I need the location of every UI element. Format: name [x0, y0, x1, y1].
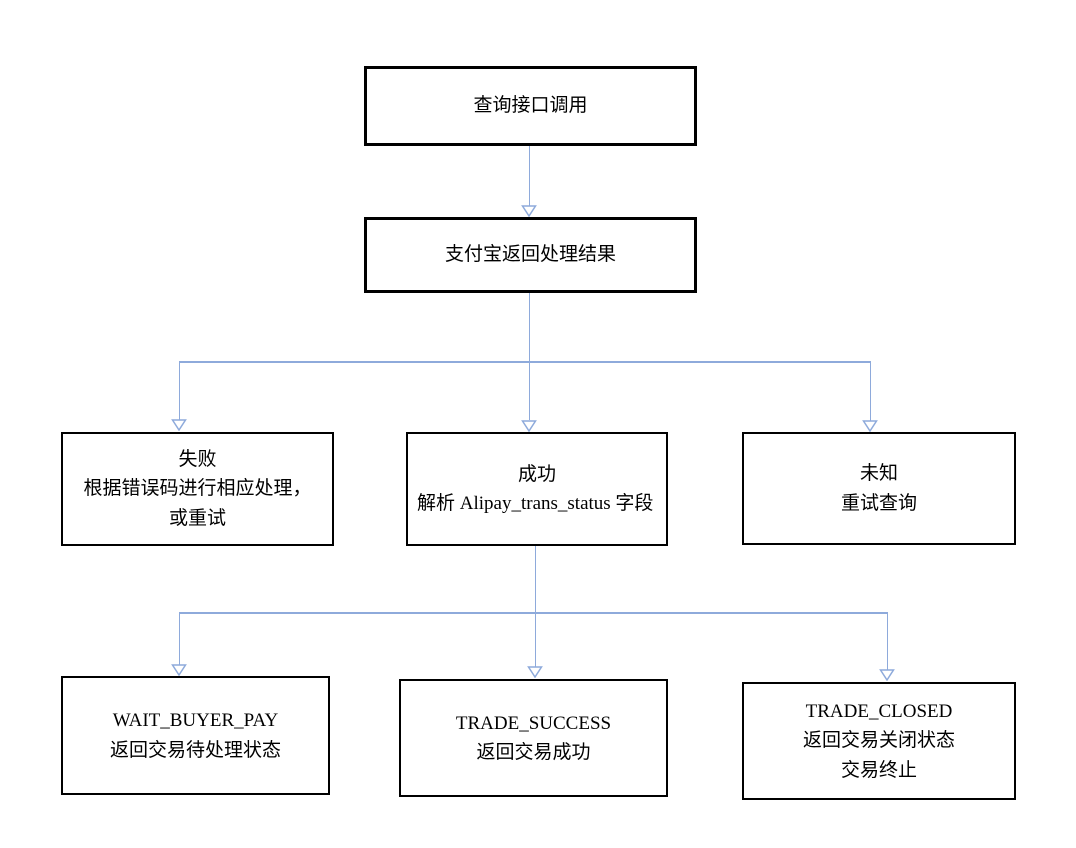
node-wait-buyer-pay: WAIT_BUYER_PAY 返回交易待处理状态 [61, 676, 330, 795]
node-trade-closed: TRADE_CLOSED 返回交易关闭状态 交易终止 [742, 682, 1016, 800]
node-query-interface-call: 查询接口调用 [364, 66, 697, 146]
node-fail: 失败 根据错误码进行相应处理， 或重试 [61, 432, 334, 546]
node-result-label: 支付宝返回处理结果 [444, 244, 616, 266]
node-unknown: 未知 重试查询 [742, 432, 1016, 545]
node-trade-closed-label: TRADE_CLOSED 返回交易关闭状态 交易终止 [802, 700, 955, 781]
connector-success-to-trade-success [534, 546, 536, 667]
node-success-title: 成功 [517, 463, 556, 485]
branch2-horizontal-line [179, 612, 887, 614]
node-unknown-label: 未知 重试查询 [840, 463, 917, 514]
arrow-down-icon [521, 420, 537, 432]
node-success-body: 解析 Alipay_trans_status 字段 [417, 493, 654, 514]
arrow-down-icon [171, 664, 187, 676]
node-wait-buyer-pay-label: WAIT_BUYER_PAY 返回交易待处理状态 [109, 710, 281, 761]
node-alipay-result: 支付宝返回处理结果 [364, 217, 697, 293]
node-success: 成功 解析 Alipay_trans_status 字段 [406, 432, 668, 546]
node-trade-success-label: TRADE_SUCCESS 返回交易成功 [455, 712, 612, 763]
branch1-right-drop [869, 361, 871, 421]
arrow-down-icon [527, 666, 543, 678]
connector-result-to-success [528, 293, 530, 420]
node-query-label: 查询接口调用 [473, 95, 588, 117]
arrow-down-icon [171, 419, 187, 431]
arrow-down-icon [879, 669, 895, 681]
branch1-left-drop [178, 361, 180, 420]
node-fail-label: 失败 根据错误码进行相应处理， 或重试 [83, 448, 312, 529]
branch2-left-drop [178, 612, 180, 665]
node-trade-success: TRADE_SUCCESS 返回交易成功 [399, 679, 668, 797]
arrow-down-icon [521, 205, 537, 217]
branch2-right-drop [886, 612, 888, 670]
branch1-horizontal-line [179, 361, 870, 363]
connector-query-to-result [528, 146, 530, 206]
arrow-down-icon [862, 420, 878, 432]
